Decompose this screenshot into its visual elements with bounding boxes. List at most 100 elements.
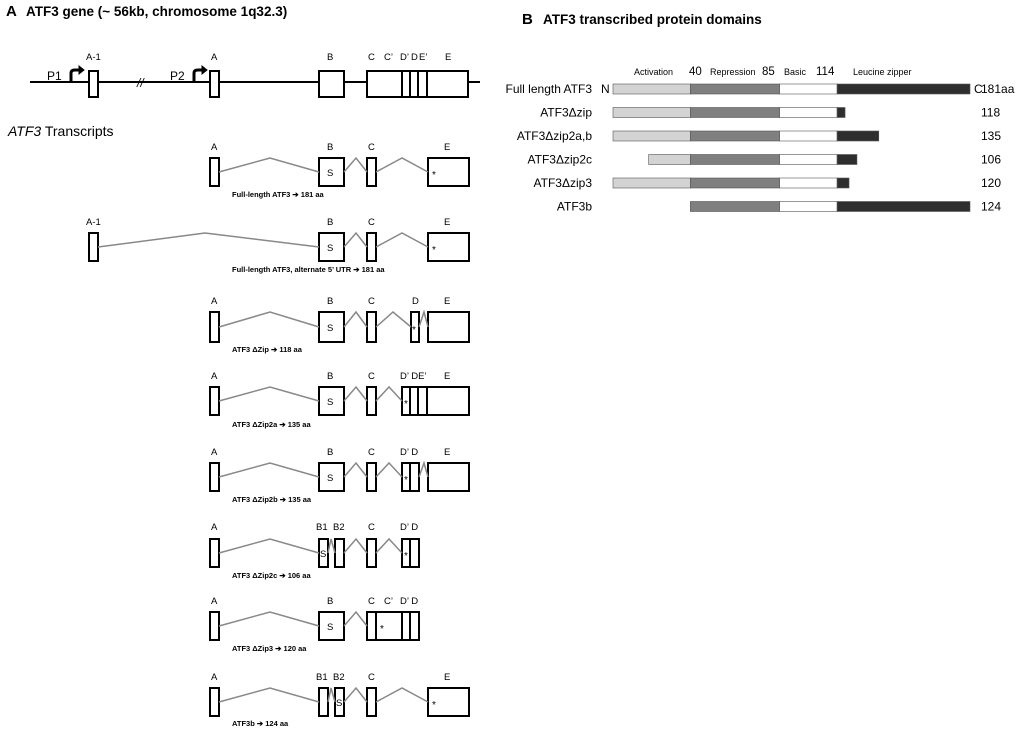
gene-label-a: A — [211, 52, 218, 63]
domain-label-repression: Repression — [710, 67, 756, 77]
t2-label-e: E — [444, 217, 450, 228]
t7-intron-1 — [218, 611, 320, 627]
t8-label-c: C — [368, 672, 375, 683]
transcript-dzip2a: A B C D’ DE’ E S * ATF3 ΔZip2a ➔ 135 aa — [209, 371, 470, 429]
t8-label-a: A — [211, 672, 218, 683]
domain-segment-repression — [690, 201, 780, 212]
t2-label-a-1: A-1 — [86, 217, 101, 228]
panel-a-title: ATF3 gene (~ 56kb, chromosome 1q32.3) — [26, 4, 287, 19]
t7-label-c: C — [368, 596, 375, 607]
t4-label-a: A — [211, 371, 218, 382]
t8-intron-2 — [327, 687, 336, 703]
protein-name: ATF3Δzip3 — [534, 176, 593, 190]
protein-name: ATF3Δzip2a,b — [517, 129, 592, 143]
t4-exon-c — [366, 386, 377, 416]
promoter-p2-label: P2 — [170, 69, 185, 83]
t2-exon-e — [427, 232, 470, 262]
t5-intron-1 — [218, 462, 320, 478]
gene-label-e: E — [445, 52, 451, 63]
gene-label-e-prime: E’ — [419, 52, 427, 63]
protein-length: 181aa — [981, 82, 1015, 96]
transcript-dzip2c: A B1 B2 C D’ D S * ATF3 ΔZip2c ➔ 106 aa — [209, 522, 420, 580]
t6-intron-3 — [343, 537, 368, 554]
t4-start-s: S — [327, 397, 333, 408]
t7-exon-c-to-d — [366, 611, 420, 641]
protein-name: Full length ATF3 — [506, 82, 593, 96]
t1-intron-3 — [375, 157, 429, 173]
domain-header: Activation 40 Repression 85 Basic 114 Le… — [634, 66, 912, 78]
transcript-dzip: A B C D E S * ATF3 ΔZip ➔ 118 aa — [209, 296, 470, 354]
t6-start-s: S — [320, 549, 326, 560]
domain-label-basic: Basic — [784, 67, 807, 77]
t2-exon-a-1 — [88, 232, 99, 262]
t7-label-a: A — [211, 596, 218, 607]
t3-intron-1 — [218, 311, 320, 328]
t5-exon-e — [427, 462, 470, 492]
t2-intron-2 — [343, 231, 368, 248]
t6-label-c: C — [368, 522, 375, 533]
transcript-alt-utr: A-1 B C E S * Full-length ATF3, alternat… — [86, 217, 470, 274]
t1-label-e: E — [444, 142, 450, 153]
t8-intron-4 — [375, 687, 429, 703]
t3-intron-2 — [343, 310, 368, 328]
t3-exon-c — [366, 311, 377, 343]
t5-label-d-prime-d: D’ D — [400, 447, 418, 458]
t5-start-s: S — [327, 473, 333, 484]
t3-label-a: A — [211, 296, 218, 307]
t4-intron-1 — [218, 386, 320, 402]
t5-label-a: A — [211, 447, 218, 458]
gene-exon-b — [318, 70, 345, 98]
t4-label-e: E — [444, 371, 450, 382]
gene-label-a-1: A-1 — [86, 52, 101, 63]
t1-label-b: B — [327, 142, 333, 153]
domain-segment-activation — [612, 83, 691, 95]
t5-intron-3 — [375, 461, 403, 478]
t2-stop-star: * — [432, 245, 436, 256]
domain-segment-basic — [779, 201, 838, 212]
gene-exon-a-1 — [88, 70, 99, 98]
t1-label-a: A — [211, 142, 218, 153]
transcript-dzip3: A B C C’ D’ D S * ATF3 ΔZip3 ➔ 120 aa — [209, 596, 420, 653]
t1-start-s: S — [327, 168, 333, 179]
t6-exon-c — [366, 538, 377, 568]
t4-exon-d-to-e — [401, 386, 470, 416]
protein-name: ATF3Δzip — [540, 106, 592, 120]
t8-stop-star: * — [432, 700, 436, 711]
promoter-p2-arrow-icon — [192, 68, 204, 82]
t6-stop-star: * — [404, 551, 408, 562]
t6-intron-4 — [375, 537, 403, 554]
t3-stop-star: * — [412, 325, 416, 336]
domain-segment-activation — [612, 107, 691, 118]
t2-caption: Full-length ATF3, alternate 5’ UTR ➔ 181… — [232, 265, 385, 274]
transcripts-heading-rest: Transcripts — [41, 123, 113, 139]
protein-name: ATF3b — [557, 200, 592, 214]
t2-start-s: S — [327, 243, 333, 254]
t7-start-s: S — [327, 622, 333, 633]
t6-intron-2 — [327, 538, 336, 554]
t7-label-d-prime-d: D’ D — [400, 596, 418, 607]
t8-exon-a — [209, 687, 220, 717]
t5-intron-2 — [343, 461, 368, 478]
protein-name: ATF3Δzip2c — [528, 153, 592, 167]
t4-caption: ATF3 ΔZip2a ➔ 135 aa — [232, 420, 311, 429]
t2-intron-3 — [375, 232, 429, 248]
t2-exon-b — [318, 232, 345, 262]
domain-segment-repression — [690, 130, 780, 142]
t2-label-b: B — [327, 217, 333, 228]
protein-length: 118 — [981, 106, 1000, 120]
domain-segment-leucine-zipper — [836, 177, 850, 189]
t5-label-c: C — [368, 447, 375, 458]
t8-caption: ATF3b ➔ 124 aa — [232, 719, 289, 728]
domain-segment-basic — [779, 83, 838, 95]
panel-a-letter: A — [6, 3, 17, 20]
t5-exon-a — [209, 462, 220, 492]
t8-exon-c — [366, 687, 377, 717]
t3-label-b: B — [327, 296, 333, 307]
t2-exon-c — [366, 232, 377, 262]
domain-segment-leucine-zipper — [836, 201, 971, 212]
domain-segment-leucine-zipper — [836, 130, 880, 142]
